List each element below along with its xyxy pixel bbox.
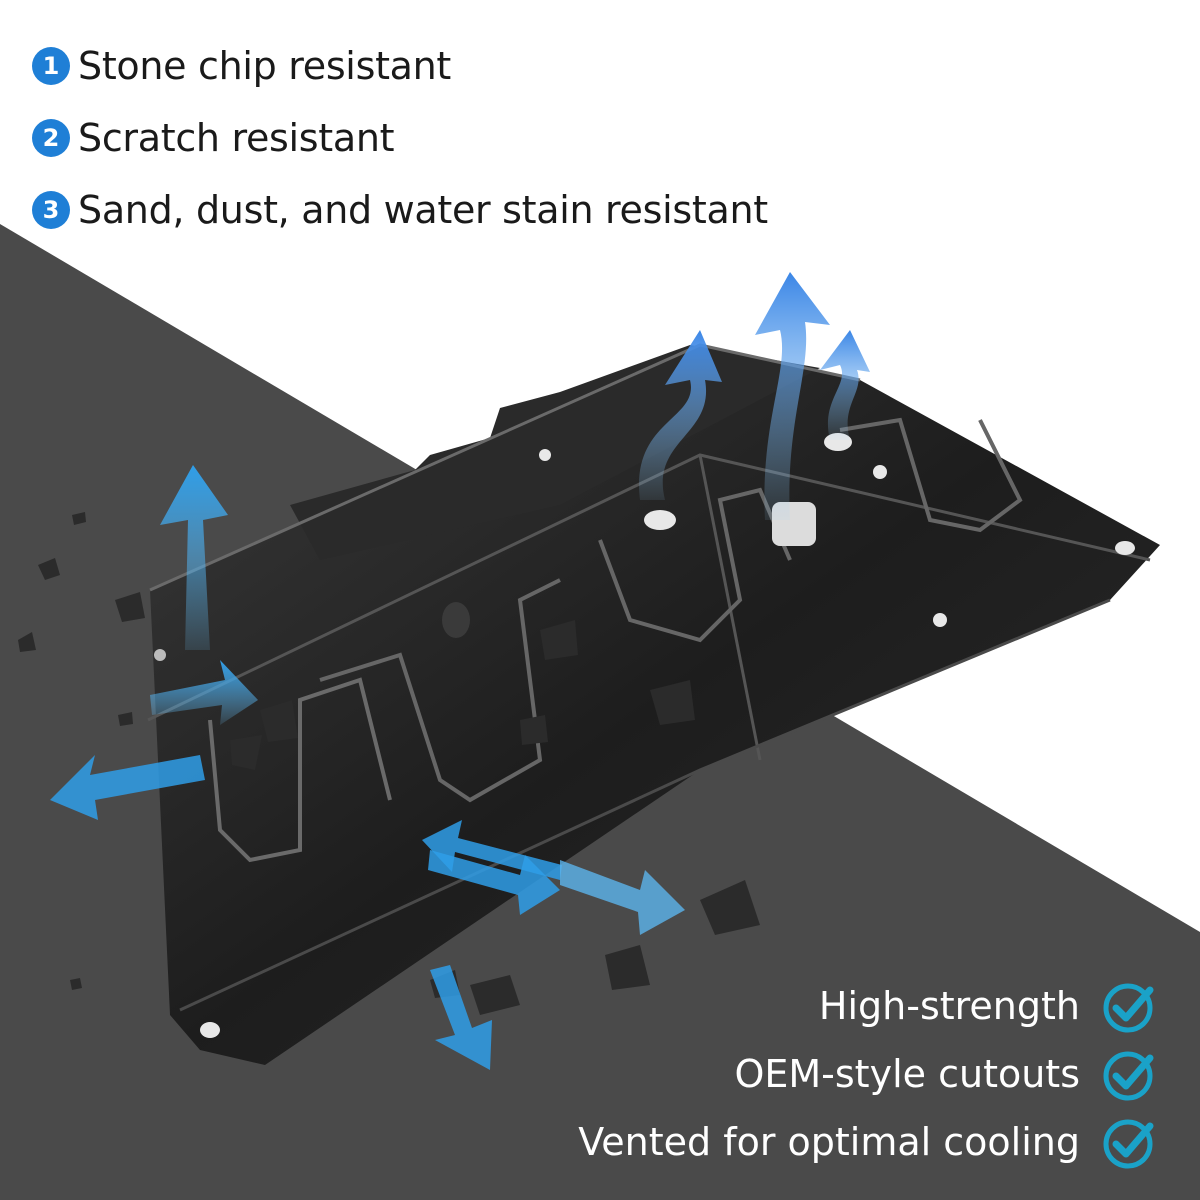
feature-text: Sand, dust, and water stain resistant bbox=[78, 188, 768, 232]
airflow-arrows bbox=[50, 272, 870, 1070]
benefit-text: OEM-style cutouts bbox=[734, 1052, 1080, 1096]
check-circle-icon bbox=[1103, 983, 1154, 1033]
benefit-list: High-strength OEM-style cutouts Vented f… bbox=[398, 972, 1158, 1176]
benefit-item: Vented for optimal cooling bbox=[398, 1108, 1158, 1176]
feature-item: 2 Scratch resistant bbox=[32, 102, 932, 174]
benefit-item: OEM-style cutouts bbox=[398, 1040, 1158, 1108]
check-circle-icon bbox=[1103, 1119, 1154, 1169]
feature-text: Scratch resistant bbox=[78, 116, 395, 160]
number-badge: 3 bbox=[32, 191, 70, 229]
feature-text: Stone chip resistant bbox=[78, 44, 452, 88]
benefit-text: Vented for optimal cooling bbox=[578, 1120, 1080, 1164]
benefit-text: High-strength bbox=[818, 984, 1080, 1028]
number-badge: 2 bbox=[32, 119, 70, 157]
feature-item: 1 Stone chip resistant bbox=[32, 30, 932, 102]
number-badge: 1 bbox=[32, 47, 70, 85]
feature-list: 1 Stone chip resistant 2 Scratch resista… bbox=[32, 30, 932, 246]
check-circle-icon bbox=[1103, 1051, 1154, 1101]
benefit-item: High-strength bbox=[398, 972, 1158, 1040]
feature-item: 3 Sand, dust, and water stain resistant bbox=[32, 174, 932, 246]
